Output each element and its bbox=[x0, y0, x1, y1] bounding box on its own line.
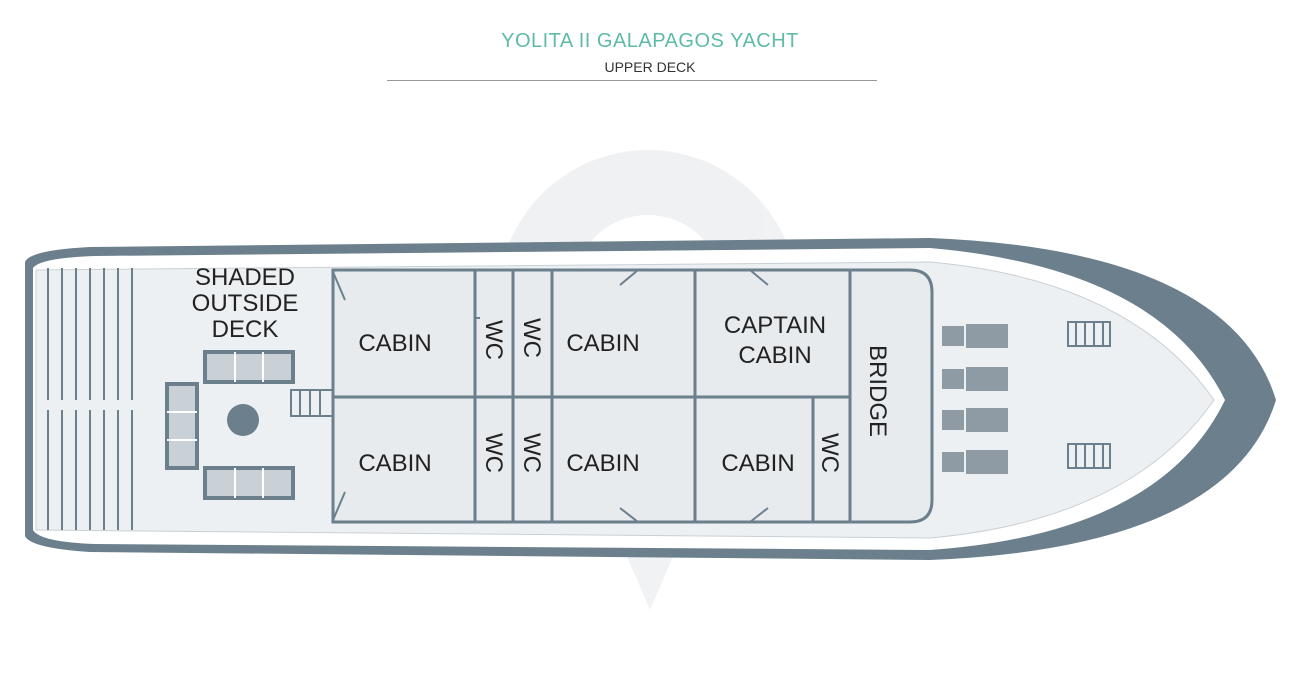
diagram-title: YOLITA II GALAPAGOS YACHT bbox=[501, 30, 799, 52]
cabin-label: CABIN bbox=[358, 330, 431, 357]
wc-label: WC bbox=[816, 433, 843, 473]
diagram-header: YOLITA II GALAPAGOS YACHT UPPER DECK bbox=[0, 30, 1300, 75]
outside-deck-label-2: OUTSIDE bbox=[192, 290, 299, 317]
stern-grating bbox=[47, 268, 133, 530]
outside-deck-label-1: SHADED bbox=[195, 264, 295, 291]
cabin-label: CABIN bbox=[566, 450, 639, 477]
table-icon bbox=[227, 404, 259, 436]
header-divider bbox=[387, 80, 877, 81]
captain-cabin-label-1: CAPTAIN bbox=[724, 312, 826, 339]
wc-label: WC bbox=[480, 433, 507, 473]
outside-deck-label-3: DECK bbox=[212, 316, 279, 343]
captain-cabin-label-2: CABIN bbox=[738, 342, 811, 369]
outdoor-seating bbox=[165, 350, 295, 500]
bow-equipment bbox=[942, 324, 1008, 474]
bow-ladders bbox=[1067, 321, 1111, 469]
wc-label: WC bbox=[518, 318, 545, 358]
cabin-label: CABIN bbox=[566, 330, 639, 357]
bridge-label: BRIDGE bbox=[864, 345, 891, 437]
wc-label: WC bbox=[518, 433, 545, 473]
deck-subtitle: UPPER DECK bbox=[604, 59, 696, 75]
cabin-label: CABIN bbox=[721, 450, 794, 477]
deckhouse bbox=[331, 268, 934, 524]
wc-label: WC bbox=[480, 320, 507, 360]
cabin-label: CABIN bbox=[358, 450, 431, 477]
